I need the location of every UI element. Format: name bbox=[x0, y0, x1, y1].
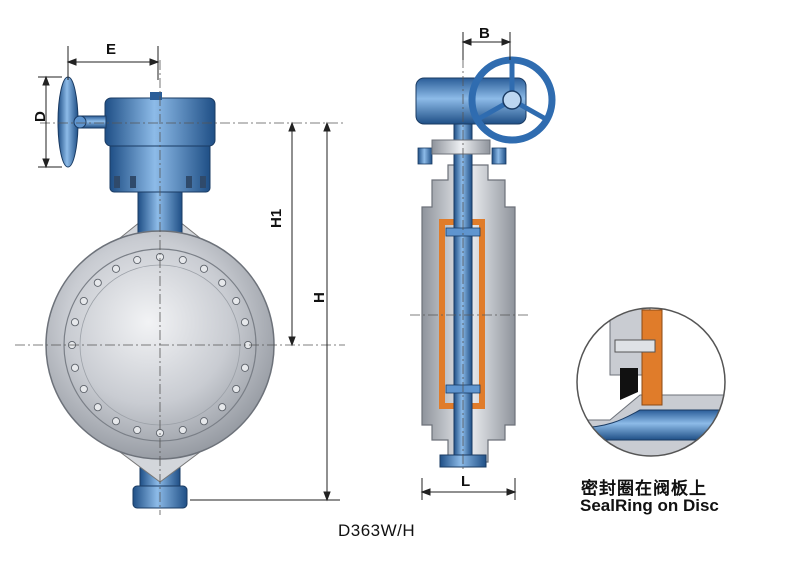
handwheel-rim bbox=[468, 56, 556, 144]
bolt-hole bbox=[111, 264, 121, 273]
side-view bbox=[410, 40, 556, 470]
bolt-hole bbox=[240, 318, 250, 327]
bolt-hole bbox=[133, 425, 142, 435]
front-view bbox=[15, 60, 345, 515]
side-bolt-right bbox=[491, 147, 507, 165]
bolt-hole bbox=[232, 384, 241, 394]
bolt-hole bbox=[232, 296, 241, 306]
detail-bolt bbox=[614, 339, 656, 353]
front-centerlines bbox=[15, 60, 345, 515]
seal-ring-detail bbox=[576, 307, 726, 457]
bolt-hole bbox=[93, 403, 102, 412]
detail-caption-english: SealRing on Disc bbox=[580, 496, 719, 515]
handwheel-center bbox=[502, 90, 522, 110]
front-dimensions bbox=[38, 46, 340, 502]
actuator-base bbox=[109, 139, 211, 193]
bolt-hole bbox=[79, 384, 88, 394]
detail-seal-ring bbox=[641, 309, 663, 406]
bolt-hole bbox=[111, 417, 121, 426]
handwheel-hub bbox=[73, 115, 87, 129]
bolt-hole bbox=[218, 403, 227, 412]
bolt-hole bbox=[240, 363, 250, 372]
bolt-hole bbox=[93, 278, 102, 287]
dimension-label-e: E bbox=[106, 41, 116, 58]
model-code-caption: D363W/H bbox=[338, 521, 416, 540]
bolt-hole bbox=[218, 278, 227, 287]
dimension-label-l: L bbox=[461, 473, 470, 490]
bolt-hole bbox=[70, 318, 80, 327]
detail-black-seal bbox=[620, 368, 638, 400]
side-bolt-left bbox=[417, 147, 433, 165]
bolt-hole-ring bbox=[67, 252, 253, 438]
bolt-hole bbox=[79, 296, 88, 306]
side-centerlines bbox=[410, 40, 528, 470]
bolt-hole bbox=[199, 417, 209, 426]
dimension-label-h1: H1 bbox=[268, 209, 285, 228]
actuator-bolts bbox=[114, 176, 206, 188]
dimension-label-b: B bbox=[479, 25, 490, 42]
detail-caption-chinese: 密封圈在阀板上 bbox=[581, 479, 707, 499]
bolt-hole bbox=[133, 255, 142, 265]
gearbox-top bbox=[150, 92, 162, 100]
dimension-label-h: H bbox=[311, 292, 328, 303]
bolt-hole bbox=[178, 255, 187, 265]
detail-circle-outline bbox=[576, 307, 726, 457]
bracket-flange bbox=[431, 139, 491, 155]
dimension-label-d: D bbox=[32, 111, 49, 122]
bolt-hole bbox=[70, 363, 80, 372]
bolt-hole bbox=[199, 264, 209, 273]
bolt-hole bbox=[178, 425, 187, 435]
side-dimensions bbox=[420, 32, 517, 500]
